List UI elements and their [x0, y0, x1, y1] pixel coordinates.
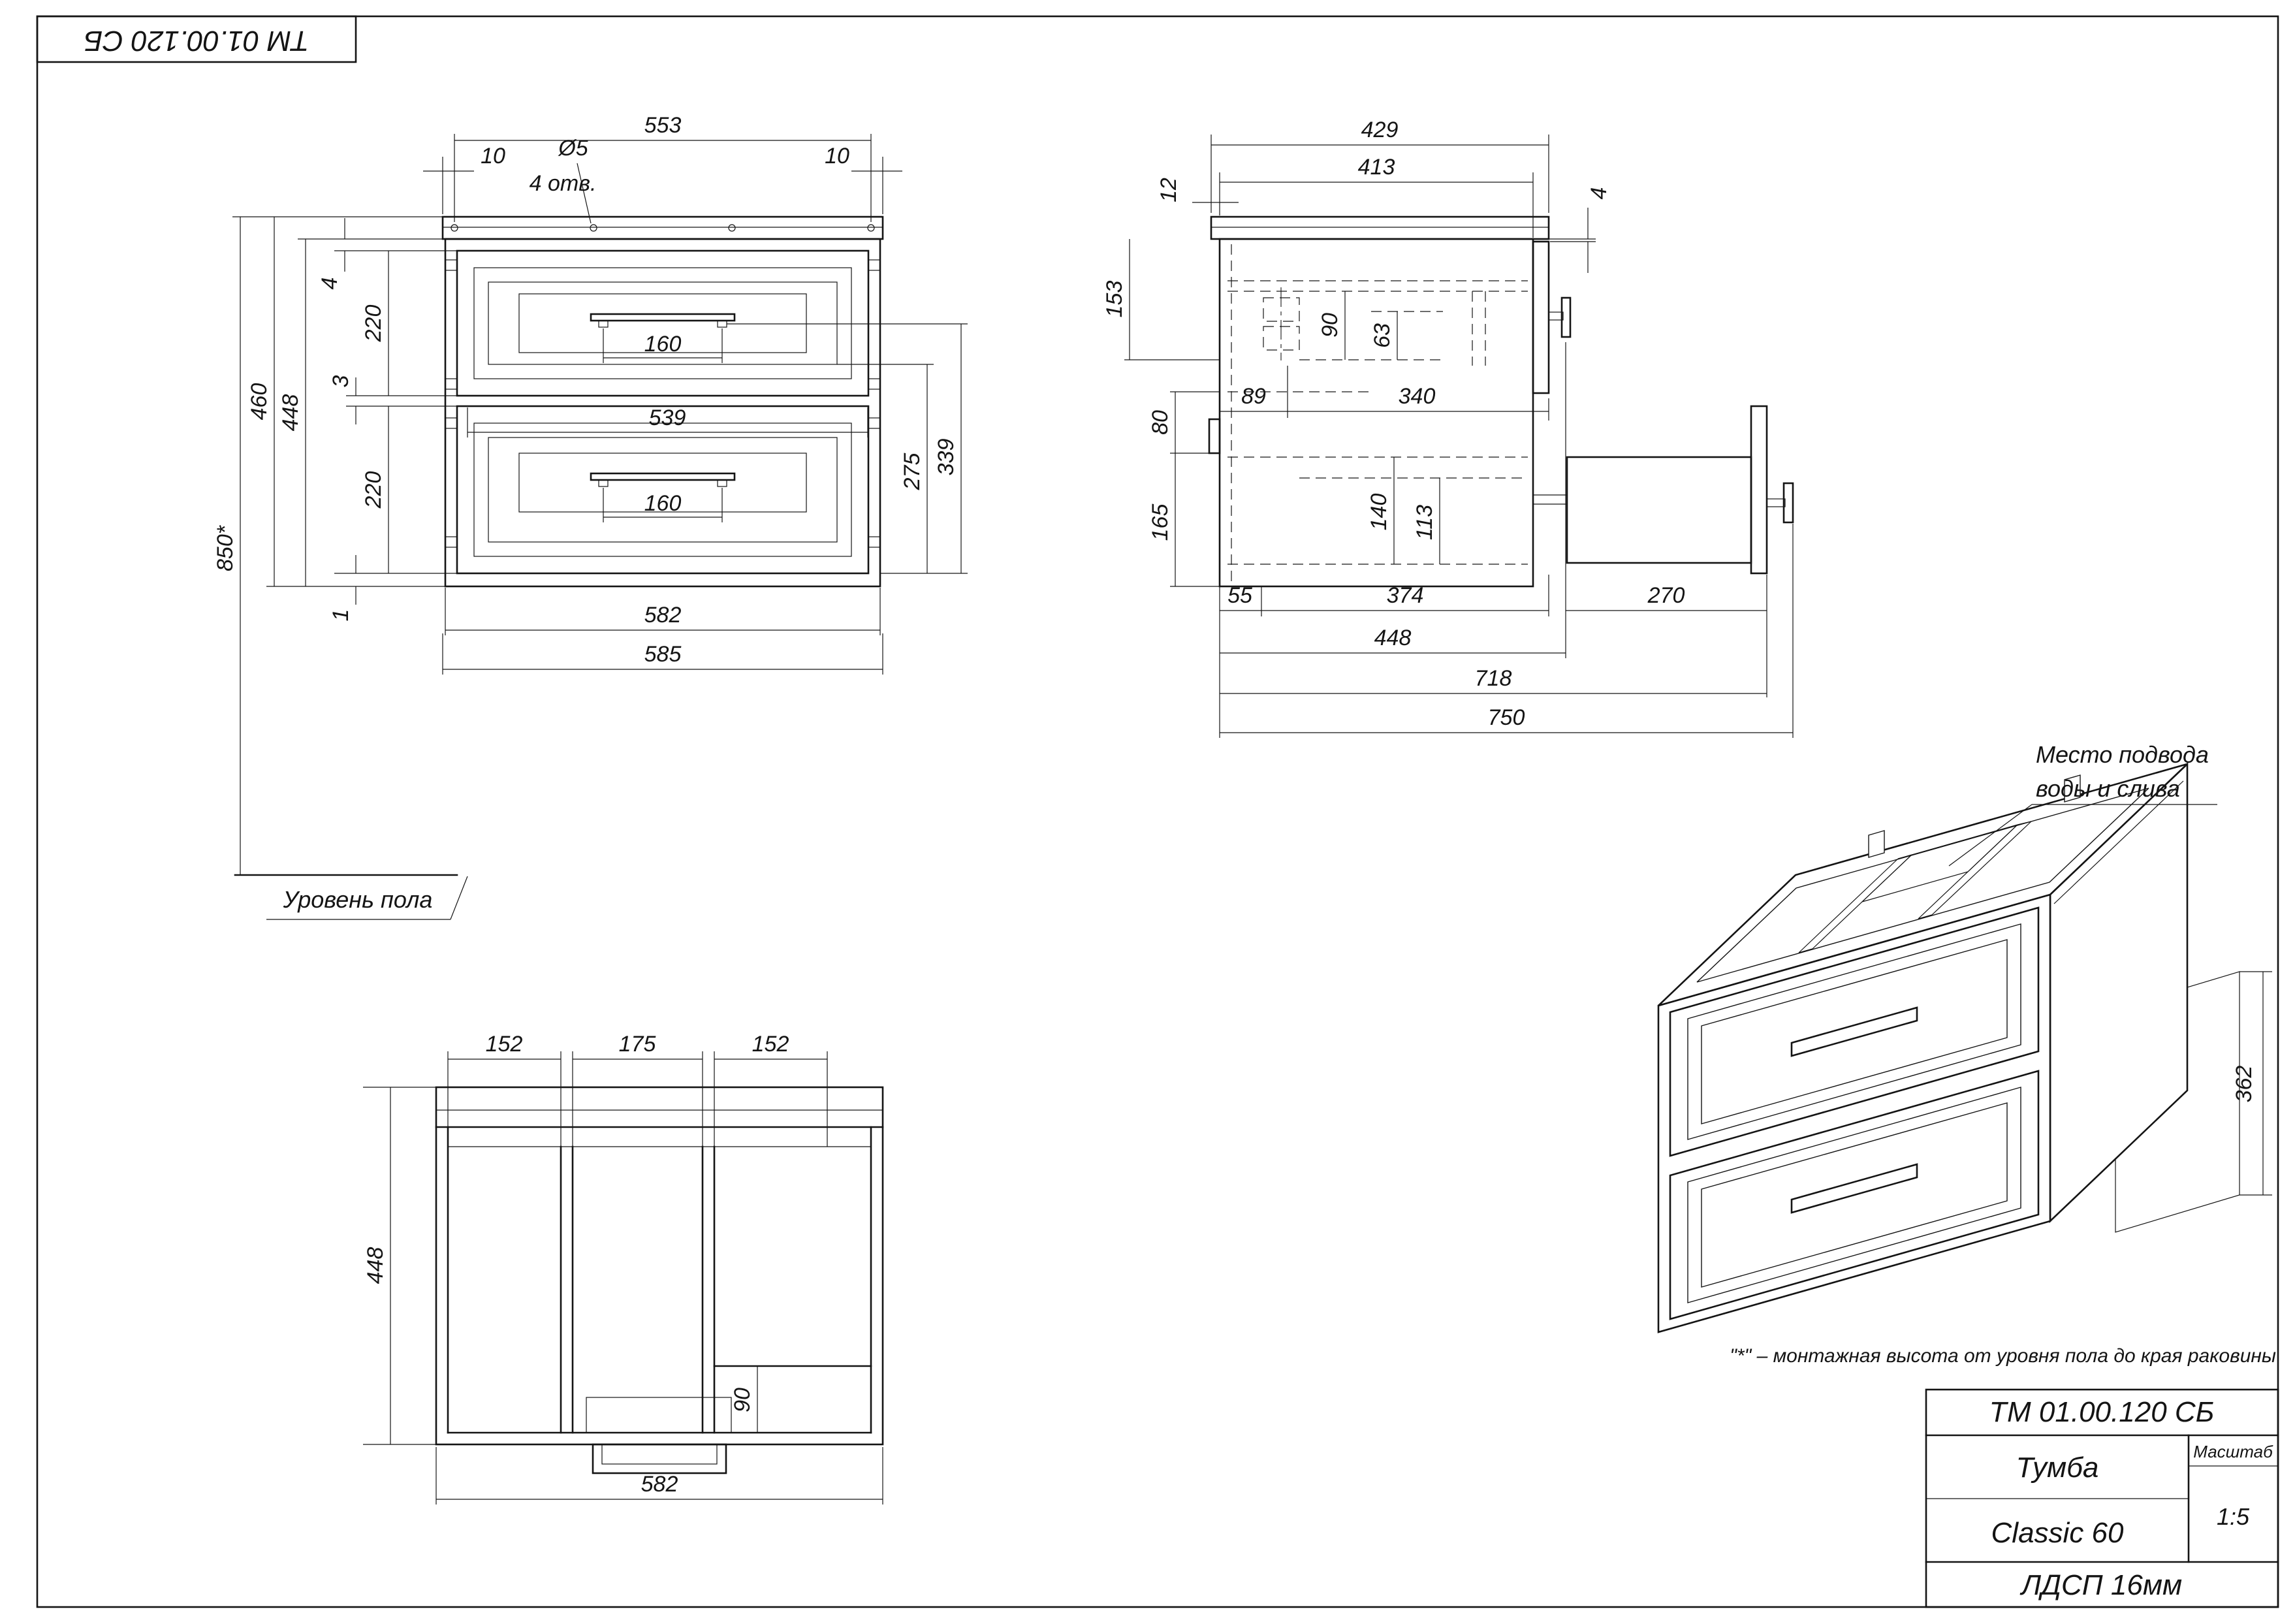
- dim-front-top-width: 553: [644, 113, 682, 138]
- top-opening: [1696, 788, 2149, 983]
- footnote-text: "*" – монтажная высота от уровня пола до…: [1730, 1345, 2276, 1367]
- dim-front-overall-width: 585: [644, 642, 682, 667]
- dim-front-drawer2-height: 220: [361, 471, 386, 509]
- holes-diameter: Ø5: [558, 136, 588, 161]
- dim-side-extended-depth: 718: [1475, 666, 1512, 691]
- dim-front-inner-width: 539: [649, 406, 686, 430]
- title-block-model: Classic 60: [1991, 1517, 2124, 1549]
- dim-side-rail-offset: 153: [1102, 281, 1127, 318]
- dim-bottom-niche: 90: [730, 1388, 755, 1412]
- dim-front-gap-bottom: 1: [328, 609, 353, 622]
- dim-side-extension: 270: [1647, 583, 1685, 608]
- dim-front-left-offset: 10: [481, 144, 505, 168]
- iso-drawer2-handle: [1790, 1163, 1918, 1214]
- dim-front-handle1-span: 160: [644, 332, 682, 357]
- dim-side-lower-span: 165: [1148, 504, 1173, 541]
- dim-side-bottom-depth: 448: [1374, 626, 1412, 650]
- dim-side-bottom-back: 55: [1227, 583, 1252, 608]
- title-block-scale-value: 1:5: [2217, 1503, 2250, 1530]
- title-block-code: ТМ 01.00.120 СБ: [1989, 1396, 2215, 1428]
- dim-side-rail-inner: 63: [1370, 323, 1395, 348]
- dim-front-body-height: 448: [278, 394, 303, 432]
- border-frame: [36, 15, 2279, 1608]
- mount-bracket-left: [1868, 830, 1885, 858]
- dim-side-slide-height: 140: [1367, 494, 1391, 531]
- dim-front-drawer1-height: 220: [361, 305, 386, 343]
- supply-note-line1: Место подвода: [2036, 741, 2209, 768]
- dim-front-panel-from-bottom: 275: [900, 453, 925, 491]
- floor-level-label: Уровень пола: [266, 876, 468, 920]
- holes-count: 4 отв.: [530, 171, 597, 196]
- dim-front-gap-top: 4: [317, 278, 342, 290]
- dim-side-slide-inner: 113: [1412, 505, 1437, 540]
- dim-front-mount-height: 850*: [213, 524, 238, 571]
- dim-side-body-depth: 413: [1358, 155, 1395, 180]
- floor-level-text: Уровень пола: [283, 886, 433, 913]
- dim-side-overall-depth: 750: [1488, 705, 1525, 730]
- mount-bracket-right: [2064, 774, 2081, 803]
- title-block-product: Тумба: [2016, 1452, 2099, 1484]
- dim-front-body-width: 582: [644, 603, 682, 628]
- dim-side-bottom-mid: 374: [1387, 583, 1424, 608]
- corner-stamp-code: ТМ 01.00.120 СБ: [84, 25, 309, 57]
- dim-bottom-right-section: 152: [752, 1032, 789, 1057]
- dim-bottom-depth: 448: [363, 1247, 388, 1284]
- corner-stamp: ТМ 01.00.120 СБ: [36, 15, 357, 63]
- supply-note-line2: воды и слива: [2036, 775, 2180, 802]
- drawer1-handle: [590, 313, 736, 322]
- iso-view: Место подвода воды и слива 362: [1657, 741, 2272, 1333]
- dim-front-right-offset: 10: [825, 144, 849, 168]
- dim-side-rail-height: 90: [1318, 313, 1342, 338]
- dim-front-handle-from-bottom: 339: [934, 439, 958, 476]
- supply-note: Место подвода воды и слива: [1948, 741, 2217, 867]
- dim-front-handle2-span: 160: [644, 491, 682, 516]
- dim-side-front-gap: 4: [1587, 187, 1611, 200]
- dim-bottom-width: 582: [641, 1472, 678, 1497]
- dim-iso-wall-height: 362: [2232, 1066, 2256, 1103]
- iso-drawer1-handle: [1790, 1006, 1918, 1057]
- dim-side-back-overhang: 12: [1156, 178, 1181, 202]
- front-view: 553 10 10 Ø5 4 отв. 850* 460 448 4 220 3…: [213, 113, 968, 920]
- dim-front-gap-mid: 3: [328, 375, 353, 387]
- bottom-view: 152 175 152 448 90 582: [363, 1032, 884, 1505]
- dim-side-back-span: 89: [1241, 384, 1266, 409]
- dim-side-top-depth: 429: [1361, 118, 1399, 142]
- dim-side-bracket-span: 80: [1148, 410, 1173, 435]
- title-block: ТМ 01.00.120 СБ Тумба Classic 60 Масштаб…: [1925, 1388, 2279, 1608]
- dim-bottom-left-section: 152: [486, 1032, 523, 1057]
- dim-front-overall-height: 460: [247, 383, 272, 421]
- title-block-material: ЛДСП 16мм: [2019, 1569, 2182, 1601]
- dim-bottom-mid-section: 175: [619, 1032, 656, 1057]
- title-block-scale-label: Масштаб: [2193, 1442, 2273, 1461]
- dim-side-mid-span: 340: [1399, 384, 1436, 409]
- side-view: 429 413 12 4 153 90 63 89 340 80 165 140…: [1102, 118, 1794, 738]
- drawer2-handle: [590, 472, 736, 481]
